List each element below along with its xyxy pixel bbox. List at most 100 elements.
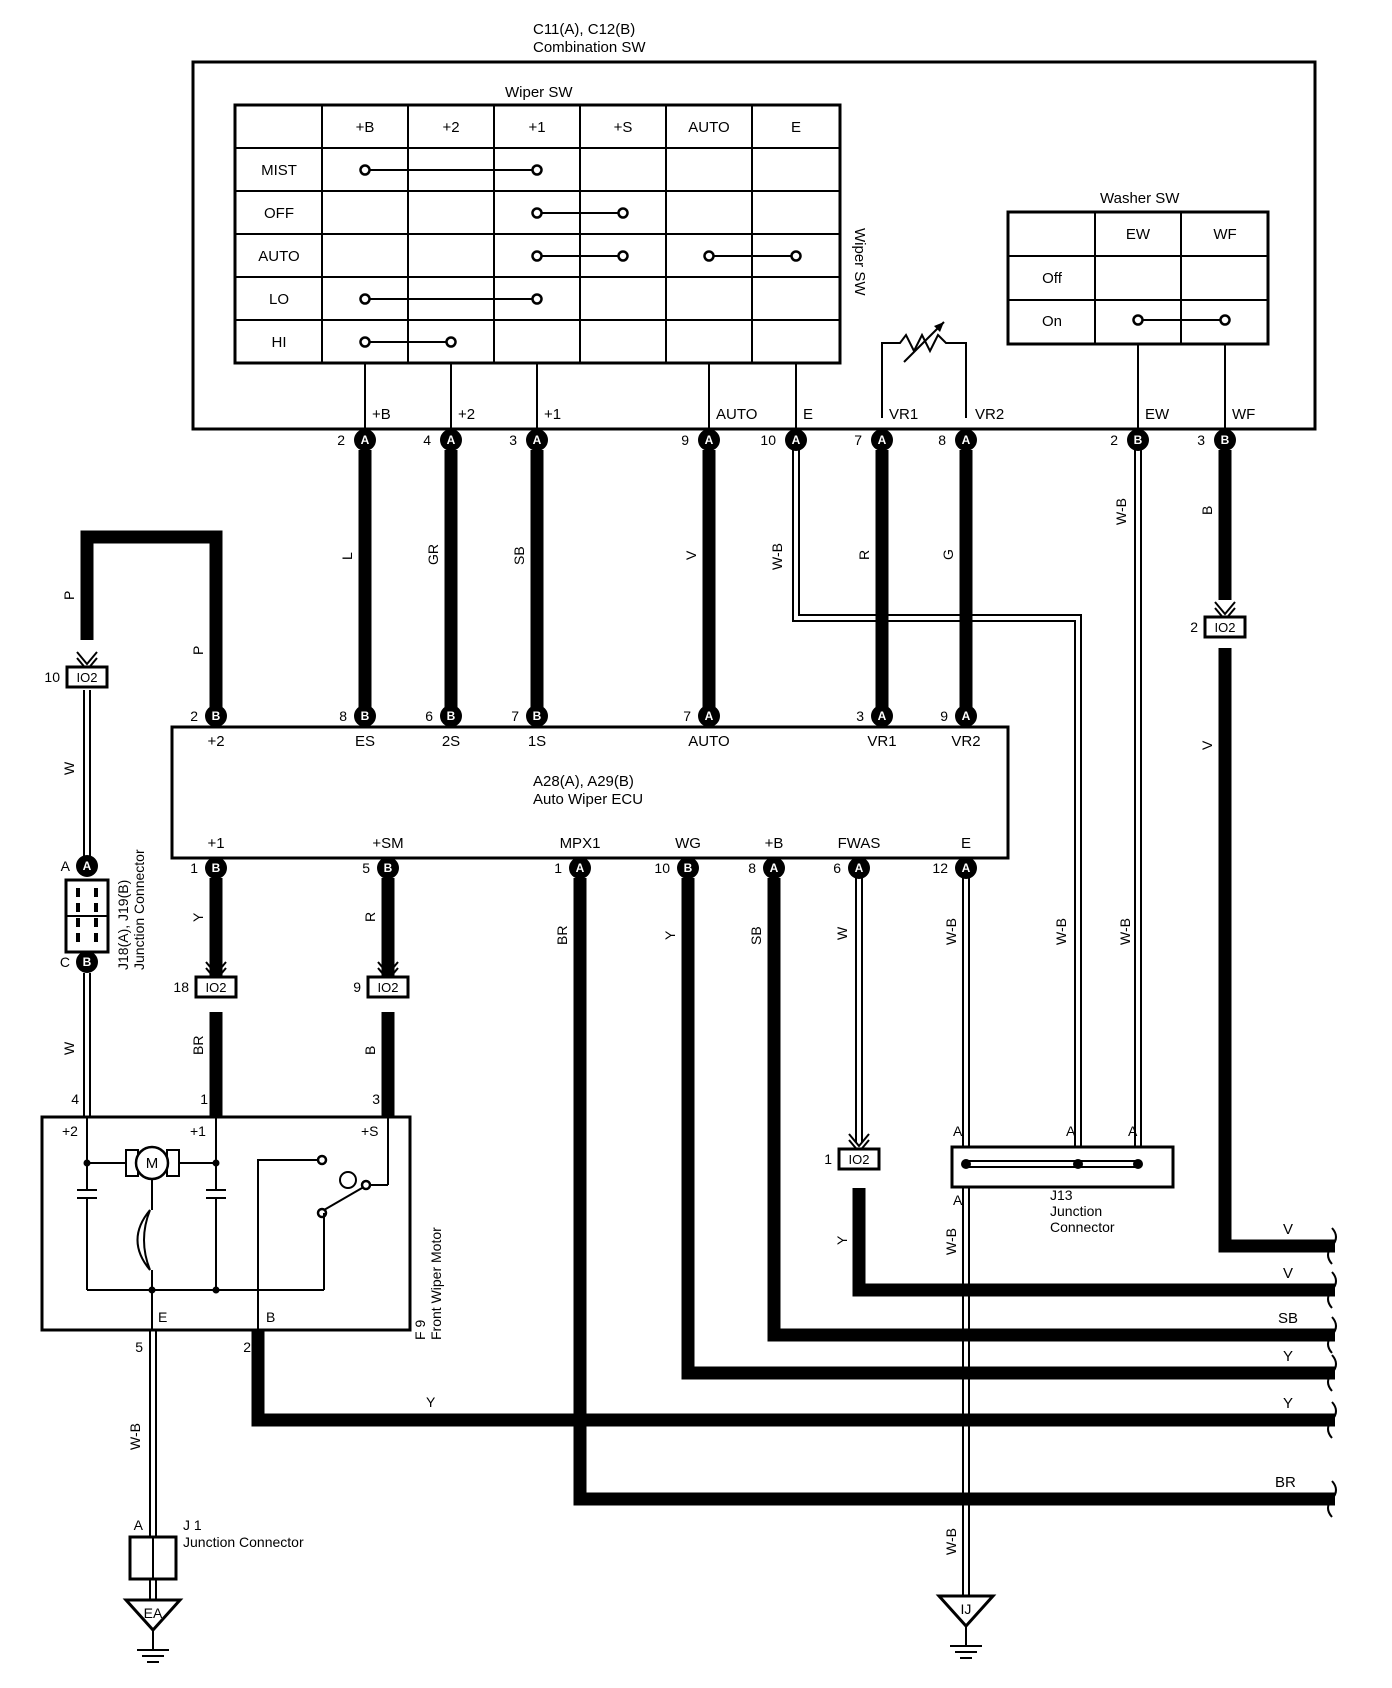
svg-text:M: M xyxy=(146,1155,159,1172)
motor-term-plus1: +1 xyxy=(190,1123,206,1139)
wiper-sw-side-label: Wiper SW xyxy=(851,228,868,296)
ground-ea: EA xyxy=(122,1598,184,1663)
svg-text:A: A xyxy=(878,433,887,447)
combination-switch: C11(A), C12(B) Combination SW Wiper SW +… xyxy=(191,21,1317,440)
svg-text:9: 9 xyxy=(353,979,361,995)
wire-label-v-wf: V xyxy=(1199,740,1215,750)
wire-label-r-sm: R xyxy=(362,912,378,922)
svg-text:IO2: IO2 xyxy=(206,980,227,995)
comb-term-wf: WF xyxy=(1232,406,1255,423)
svg-text:B: B xyxy=(447,709,456,723)
right-wire-1: V xyxy=(1283,1221,1293,1238)
svg-text:10: 10 xyxy=(760,432,776,448)
pin-j18-a: AA xyxy=(61,855,98,877)
motor-term-e: E xyxy=(158,1309,167,1325)
svg-text:12: 12 xyxy=(932,860,948,876)
wire-label-y-plus1: Y xyxy=(190,912,206,922)
comb-term-e: E xyxy=(803,406,813,423)
svg-text:3: 3 xyxy=(509,432,517,448)
svg-text:7: 7 xyxy=(511,708,519,724)
washer-sw-title: Washer SW xyxy=(1100,190,1180,207)
svg-text:A: A xyxy=(361,433,370,447)
svg-text:A: A xyxy=(576,861,585,875)
svg-text:A: A xyxy=(705,433,714,447)
svg-text:B: B xyxy=(1134,433,1143,447)
io2-wf: IO2 2 xyxy=(1190,601,1247,639)
comb-term-b: +B xyxy=(372,406,391,423)
double-wires xyxy=(83,450,1142,1596)
junction-j18-j19: AA BC J18(A), J19(B) Junction Connector xyxy=(60,849,147,973)
svg-text:9: 9 xyxy=(681,432,689,448)
motor-term-plus2: +2 xyxy=(62,1123,78,1139)
svg-text:1: 1 xyxy=(554,860,562,876)
svg-text:IO2: IO2 xyxy=(77,670,98,685)
washer-col-wf: WF xyxy=(1213,226,1236,243)
svg-text:10: 10 xyxy=(654,860,670,876)
pin-comb-1: A3 xyxy=(509,429,548,451)
auto-wiper-ecu: A28(A), A29(B) Auto Wiper ECU +2 ES 2S 1… xyxy=(170,725,1010,860)
ground-ij: IJ xyxy=(935,1594,997,1659)
wire-label-sb: SB xyxy=(511,546,527,565)
motor-term-plus-s: +S xyxy=(361,1123,379,1139)
ecu-bot-wg: WG xyxy=(675,835,701,852)
wire-label-w-fwas: W xyxy=(834,926,850,940)
svg-text:18: 18 xyxy=(173,979,189,995)
wire-label-y-motor-b: Y xyxy=(426,1394,436,1410)
wire-p xyxy=(80,530,223,710)
comb-term-vr1: VR1 xyxy=(889,406,918,423)
pin-comb-vr1: A7 xyxy=(854,429,893,451)
svg-text:B: B xyxy=(83,955,92,969)
comb-term-auto: AUTO xyxy=(716,406,757,423)
pin-ecu-mpx1: A1 xyxy=(554,857,591,879)
wire-v-right xyxy=(1218,648,1335,1253)
wire-label-wb-ew: W-B xyxy=(1113,498,1129,525)
ecu-bot-b: +B xyxy=(765,835,784,852)
wire-y-wg xyxy=(681,878,1335,1380)
washer-col-ew: EW xyxy=(1126,226,1151,243)
junction-j1: A J 1 Junction Connector xyxy=(128,1517,304,1600)
j1-ref: J 1 xyxy=(183,1517,202,1533)
wire-v-fwas xyxy=(852,1188,1335,1297)
wire-sb-b xyxy=(767,878,1335,1342)
io2-plus1: IO2 18 xyxy=(173,961,238,999)
svg-text:4: 4 xyxy=(71,1091,79,1107)
pin-comb-vr2: A8 xyxy=(938,429,977,451)
ecu-top-es: ES xyxy=(355,733,375,750)
pin-comb-auto: A9 xyxy=(681,429,720,451)
comb-internal-stubs xyxy=(364,344,1226,440)
wire-label-b-wf: B xyxy=(1199,506,1215,515)
washer-row-on: On xyxy=(1042,313,1062,330)
junction-j13: A A A A J13 Junction Connector xyxy=(950,1123,1175,1235)
wiper-connections xyxy=(359,164,802,348)
pin-ecu-es: B8 xyxy=(339,705,376,727)
wire-label-p2: P xyxy=(190,646,206,655)
svg-text:6: 6 xyxy=(833,860,841,876)
wiper-row-off: OFF xyxy=(264,205,294,222)
svg-text:B: B xyxy=(684,861,693,875)
combination-sw-box xyxy=(191,60,1317,431)
svg-text:B: B xyxy=(212,709,221,723)
wire-label-gr: GR xyxy=(425,544,441,565)
wire-label-wb-motor-e: W-B xyxy=(127,1423,143,1450)
wire-label-wb-j13-2: W-B xyxy=(1117,918,1133,945)
washer-row-off: Off xyxy=(1042,270,1063,287)
wire-label-wb-ij-2: W-B xyxy=(943,1528,959,1555)
svg-text:A: A xyxy=(962,433,971,447)
pin-ecu-e: A12 xyxy=(932,857,977,879)
wire-label-v: V xyxy=(683,550,699,560)
pin-ecu-1s: B7 xyxy=(511,705,548,727)
svg-text:A: A xyxy=(770,861,779,875)
svg-text:1: 1 xyxy=(190,860,198,876)
comb-term-vr2: VR2 xyxy=(975,406,1004,423)
wiper-sw-table: +B +2 +1 +S AUTO E MIST OFF AUTO LO HI xyxy=(233,103,842,365)
svg-text:9: 9 xyxy=(940,708,948,724)
pin-j18-c: BC xyxy=(60,951,98,973)
svg-text:A: A xyxy=(447,433,456,447)
right-wire-labels: V V SB Y Y BR xyxy=(1275,1221,1337,1518)
svg-text:B: B xyxy=(212,861,221,875)
wire-label-p1: P xyxy=(61,591,77,600)
ecu-bot-sm: +SM xyxy=(372,835,403,852)
right-wire-6: BR xyxy=(1275,1474,1296,1491)
wire-label-wb-ecu-e: W-B xyxy=(943,918,959,945)
svg-text:3: 3 xyxy=(856,708,864,724)
